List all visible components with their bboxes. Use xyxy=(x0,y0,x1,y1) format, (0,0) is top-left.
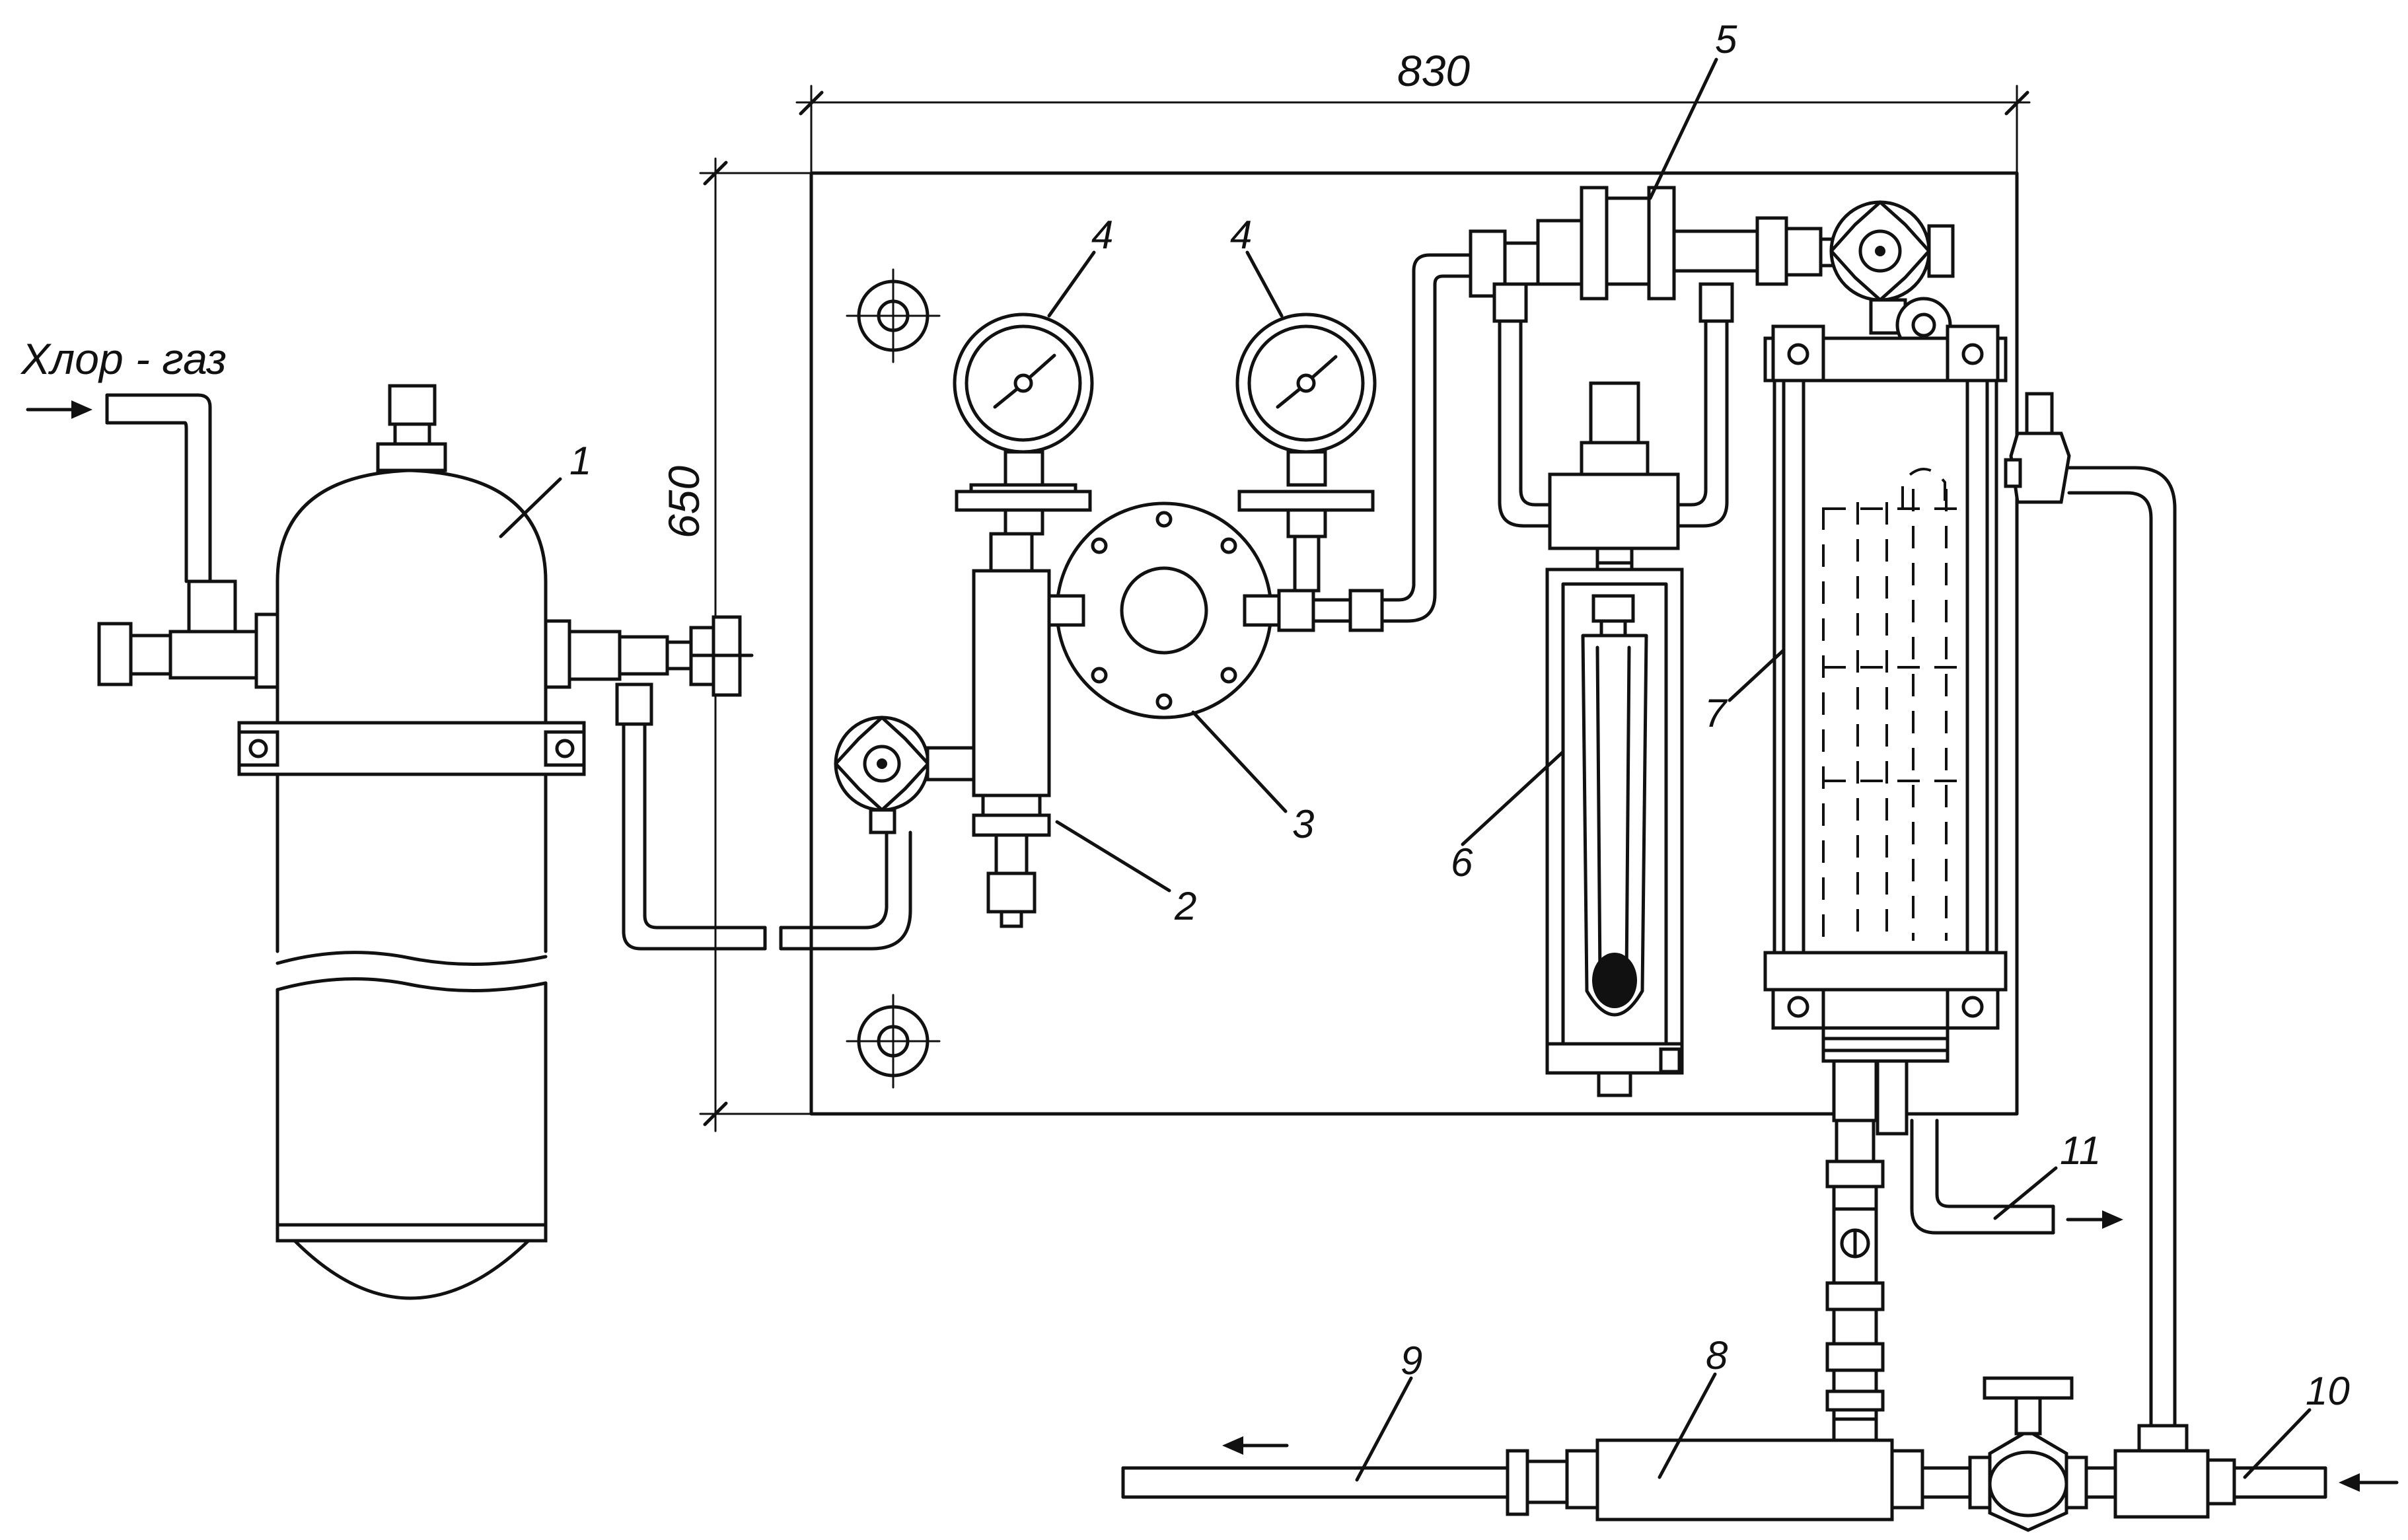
filter-body: 2 xyxy=(972,532,1196,928)
callout-2: 2 xyxy=(1174,884,1196,928)
reducing-valve: 3 xyxy=(1047,501,1384,846)
vacuum-regulator xyxy=(1548,381,1680,585)
manifold-feed-pipe xyxy=(1380,253,1473,623)
drain-outlet: 11 xyxy=(1910,1118,2123,1235)
outlet-pipeline: 9 xyxy=(1121,1338,1569,1516)
callout-7: 7 xyxy=(1704,691,1728,735)
callout-3: 3 xyxy=(1292,802,1314,846)
callout-11: 11 xyxy=(2060,1128,2101,1173)
water-supply-riser xyxy=(2004,392,2177,1428)
chlorine-gas-label: Хлор - газ xyxy=(20,334,227,383)
callout-1: 1 xyxy=(569,439,591,483)
water-inlet-pipeline: 10 xyxy=(1920,1369,2399,1532)
chlorine-gas-inlet: Хлор - газ xyxy=(20,334,227,583)
top-manifold: 5 xyxy=(1469,17,1849,301)
pressure-gauge-right: 4 xyxy=(1230,213,1377,593)
cylinder-outlet-pipe xyxy=(615,682,912,951)
outlet-valve xyxy=(1829,200,1955,353)
callout-8: 8 xyxy=(1706,1333,1728,1377)
callout-4b: 4 xyxy=(1230,213,1252,257)
mounting-panel xyxy=(809,171,2019,1116)
callout-5: 5 xyxy=(1715,17,1737,61)
mixing-column: 7 xyxy=(1704,324,2008,1136)
ejector: 8 xyxy=(1565,1333,1924,1522)
manifold-branch-pipes xyxy=(1492,282,1734,528)
mounting-hole-top xyxy=(846,268,941,363)
ejector-connection xyxy=(1825,1118,1885,1442)
callout-4a: 4 xyxy=(1091,213,1113,257)
rotameter: 6 xyxy=(1451,568,1684,1097)
panel-inlet-valve xyxy=(834,715,976,834)
mounting-hole-bottom xyxy=(846,994,941,1089)
dimension-width: 830 xyxy=(795,46,2031,174)
callout-6: 6 xyxy=(1451,840,1473,885)
callout-10: 10 xyxy=(2306,1369,2350,1413)
dimension-height-label: 650 xyxy=(659,466,708,538)
callout-9: 9 xyxy=(1401,1338,1422,1383)
pressure-gauge-left: 4 xyxy=(953,213,1113,536)
dimension-width-label: 830 xyxy=(1397,46,1470,95)
chlorine-cylinder: 1 xyxy=(97,384,754,1300)
